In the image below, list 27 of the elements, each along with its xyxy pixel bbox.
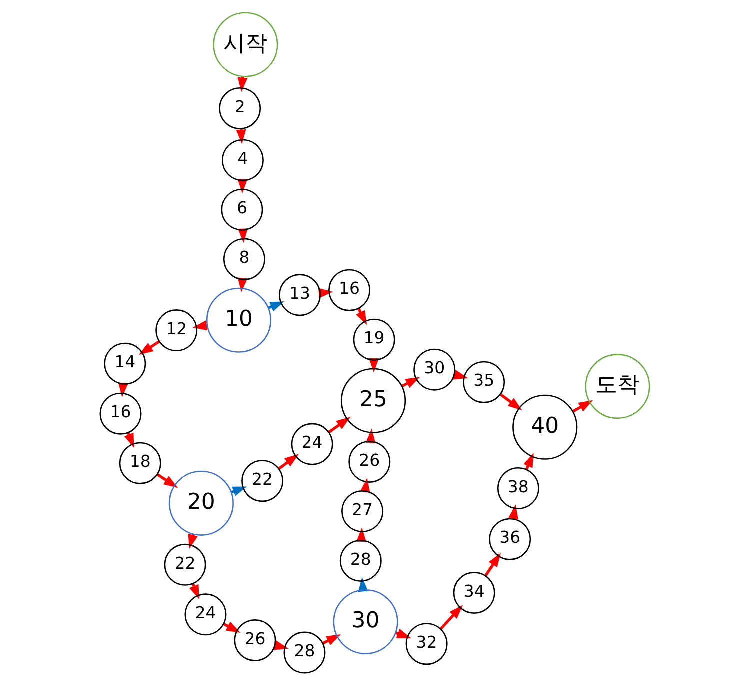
node-circle: 16	[328, 269, 371, 312]
node-circle: 40	[512, 394, 578, 460]
arrow	[572, 400, 594, 413]
node-circle: 18	[119, 442, 162, 484]
node-circle: 도착	[585, 354, 650, 420]
node-circle: 시작	[213, 12, 278, 78]
node-circle: 12	[156, 310, 198, 352]
arrow	[278, 454, 299, 470]
node-circle: 32	[406, 623, 448, 666]
arrow	[156, 473, 178, 488]
node-circle: 24	[291, 423, 334, 466]
arrow	[440, 605, 464, 630]
node-circle: 24	[184, 594, 227, 636]
arrow	[138, 340, 160, 355]
arrow	[484, 552, 502, 577]
node-circle: 25	[340, 368, 406, 434]
node-circle: 28	[284, 632, 326, 674]
arrow	[328, 417, 351, 434]
arrow	[500, 394, 522, 411]
node-circle: 35	[463, 361, 506, 404]
node-circle: 2	[219, 87, 262, 130]
node-circle: 16	[100, 392, 142, 435]
node-circle: 38	[497, 467, 540, 510]
node-circle: 22	[164, 544, 206, 586]
arrow	[369, 358, 380, 373]
node-circle: 34	[453, 572, 496, 614]
node-circle: 22	[242, 460, 284, 502]
